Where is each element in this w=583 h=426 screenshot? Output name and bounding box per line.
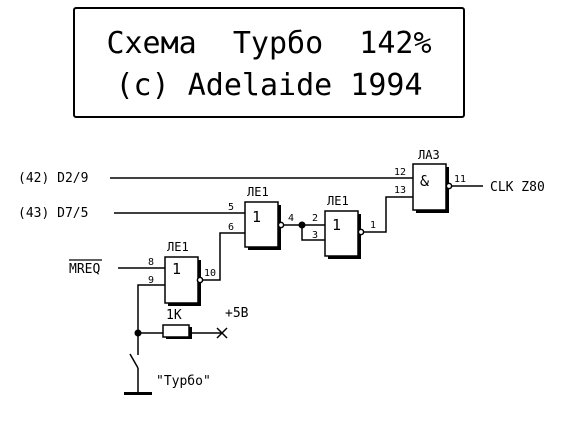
input-label-d29: (42) D2/9 <box>18 171 88 186</box>
pin-label: 5 <box>228 202 234 213</box>
gate-label: ЛЕ1 <box>327 194 349 208</box>
gate-symbol: & <box>420 172 429 190</box>
gate-le1-c: 1 ЛЕ1 8 9 10 <box>148 240 216 306</box>
pin-label: 6 <box>228 222 234 233</box>
pin-label: 9 <box>148 275 154 286</box>
gate-symbol: 1 <box>252 208 261 226</box>
ground-symbol <box>124 392 152 395</box>
wire-pin10-to-pin6 <box>201 232 245 281</box>
gate-le1-b: 1 ЛЕ1 2 3 1 <box>312 194 376 259</box>
gate-symbol: 1 <box>172 260 181 278</box>
switch-label: "Турбо" <box>156 374 211 389</box>
pin-label: 10 <box>204 268 216 279</box>
title-banner: Схема Турбо 142% (c) Adelaide 1994 <box>73 7 465 118</box>
junction-dot <box>134 329 142 337</box>
gate-symbol: 1 <box>332 216 341 234</box>
wire-pin9 <box>137 284 165 355</box>
supply-label: +5В <box>225 306 249 321</box>
junction-dot <box>298 221 306 229</box>
wires <box>110 177 483 393</box>
title-line-2: (c) Adelaide 1994 <box>115 68 423 103</box>
gate-la3: & ЛА3 12 13 11 <box>394 148 466 213</box>
gate-label: ЛА3 <box>418 148 440 162</box>
wire-pin3 <box>301 225 325 241</box>
resistor-1k <box>162 324 190 338</box>
wire-pin1-to-pin13 <box>363 196 413 233</box>
pin-label: 12 <box>394 167 406 178</box>
supply-cross <box>216 327 228 339</box>
pin-label: 8 <box>148 257 154 268</box>
title-line-1: Схема Турбо 142% <box>106 26 432 61</box>
switch-blade <box>129 353 139 369</box>
output-label-clk: CLK Z80 <box>490 180 545 195</box>
pin-label: 11 <box>454 174 466 185</box>
pin-label: 4 <box>288 213 294 224</box>
gate-label: ЛЕ1 <box>247 185 269 199</box>
input-label-mreq: MREQ <box>69 262 100 277</box>
input-label-d75: (43) D7/5 <box>18 206 88 221</box>
gate-label: ЛЕ1 <box>167 240 189 254</box>
pin-label: 3 <box>312 230 318 241</box>
resistor-label: 1К <box>166 308 182 323</box>
pin-label: 13 <box>394 185 406 196</box>
pin-label: 2 <box>312 213 318 224</box>
gate-le1-a: 1 ЛЕ1 5 6 4 <box>228 185 294 250</box>
pin-label: 1 <box>370 220 376 231</box>
